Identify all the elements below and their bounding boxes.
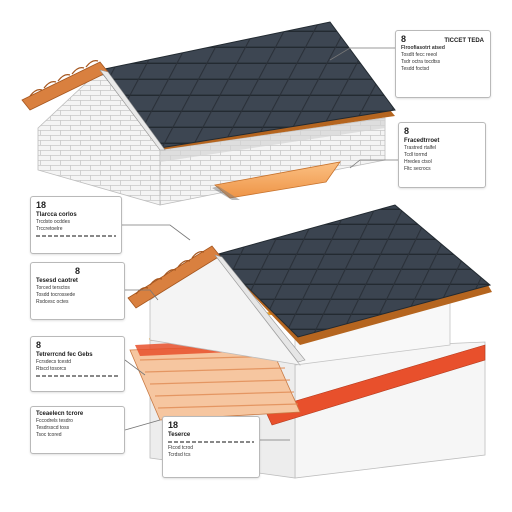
callout-5-title: Tetrerrcnd fec Gebs	[36, 352, 93, 358]
lower-house	[127, 204, 492, 479]
callout-6-line-3: Tsoc tcored	[36, 432, 62, 438]
upper-tray-shadow	[212, 186, 240, 200]
leader-lines	[122, 47, 398, 441]
callout-3-line-2: Trccretoelre	[36, 226, 63, 232]
red-flashing-strip	[264, 344, 486, 426]
leader-line-c1	[329, 47, 395, 61]
callout-4: 8 Tesesd caotret Torced tersctos Tosdd t…	[30, 262, 125, 320]
callout-2-line-3: Hredes ctsol	[404, 159, 432, 165]
callout-2-title: Fracedtrroet	[404, 138, 440, 144]
leader-line-c6	[124, 419, 161, 431]
callout-7-line-1: Ftcod tcrod	[168, 445, 194, 451]
leader-line-c3	[122, 224, 191, 241]
leader-line-c5	[124, 359, 146, 376]
callout-2-line-1: Trastred rtalfel	[404, 145, 437, 151]
callout-5-scribble	[36, 375, 119, 377]
callout-2: 8 Fracedtrroet Trastred rtalfel Tcdl tor…	[398, 122, 486, 188]
callout-4-line-1: Torced tersctos	[36, 285, 70, 291]
callout-3-number: 18	[36, 200, 47, 210]
upper-eave-shadow	[160, 118, 385, 162]
callout-1-line-4: Tesdd foctsd	[401, 66, 430, 72]
callout-4-line-3: Rsdcesc octes	[36, 299, 69, 305]
callout-4-number: 8	[74, 266, 80, 276]
callout-2-line-2: Tcdl torrnd	[404, 152, 428, 158]
callout-1: 8 TICCET TEDA Flroofiasotrt atsed Tosdlt…	[395, 30, 491, 98]
leader-line-c2	[349, 159, 398, 169]
upper-barge-board	[99, 69, 166, 151]
lower-barge-board	[214, 254, 306, 363]
callout-1-title: TICCET TEDA	[444, 38, 484, 44]
callout-5: 8 Tetrerrcnd fec Gebs Fcrsdecs tcestd Rt…	[30, 336, 125, 392]
callout-1-line-1: Flroofiasotrt atsed	[401, 45, 445, 51]
callout-2-line-4: Fltc secrocs	[404, 166, 431, 172]
callout-7-scribble	[168, 441, 254, 443]
lower-membrane-edge	[215, 255, 492, 345]
callout-1-line-2: Tosdlt fecc reeol	[401, 52, 438, 58]
lower-insulation-lines	[139, 355, 299, 409]
lower-roof-tiles	[214, 204, 492, 338]
callout-5-line-2: Rtscd tosorcs	[36, 366, 67, 372]
callout-7-line-2: Tcrdsd tcs	[168, 452, 191, 458]
callout-1-number: 8	[401, 34, 407, 44]
callout-7: 18 Teserce Ftcod tcrod Tcrdsd tcs	[162, 416, 260, 478]
leader-line-c4	[125, 289, 159, 301]
callout-6-title: Tceaelecn tcrore	[36, 411, 84, 417]
callout-7-number: 18	[168, 420, 179, 430]
callout-4-line-2: Tosdd tocrossede	[36, 292, 76, 298]
callout-3: 18 Tlarcca corlos Trcdsto ocddes Trccret…	[30, 196, 122, 254]
callout-6-line-1: Fccodrels tesdro	[36, 418, 73, 424]
callout-5-line-1: Fcrsdecs tcestd	[36, 359, 72, 365]
callout-4-title: Tesesd caotret	[36, 278, 78, 284]
callout-3-scribble	[36, 235, 116, 237]
upper-ridge-caps	[29, 60, 99, 97]
lower-ridge-caps	[135, 251, 205, 295]
callout-1-line-3: Tsdr octra tocdtss	[401, 59, 441, 65]
callout-3-title: Tlarcca corlos	[36, 212, 77, 218]
upper-house	[21, 21, 396, 206]
callout-3-line-1: Trcdsto ocddes	[36, 219, 70, 225]
callout-6-line-2: Tesdrsscd toss	[36, 425, 70, 431]
callout-2-number: 8	[404, 126, 410, 136]
lower-ridge-tiles	[127, 245, 221, 309]
callout-7-title: Teserce	[168, 432, 191, 438]
callout-5-number: 8	[36, 340, 42, 350]
callout-6: Tceaelecn tcrore Fccodrels tesdro Tesdrs…	[30, 406, 125, 454]
